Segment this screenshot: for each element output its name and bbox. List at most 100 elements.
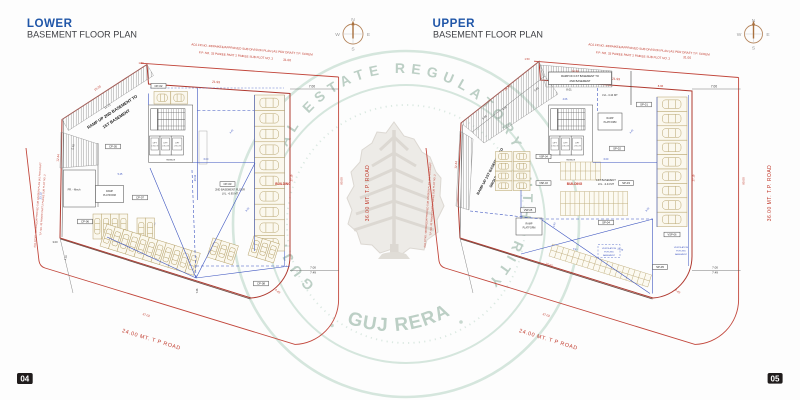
svg-text:ADJ.FP.NO.-46/PAIKEE/APPROVED: ADJ.FP.NO.-46/PAIKEE/APPROVED SUB DIVISI… (34, 162, 43, 248)
svg-text:RAMP: RAMP (106, 190, 113, 193)
svg-text:7.00: 7.00 (711, 85, 717, 89)
svg-text:12.44: 12.44 (56, 154, 61, 162)
svg-text:LIFT: LIFT (564, 143, 569, 145)
svg-text:FR. - Mech: FR. - Mech (68, 188, 81, 192)
svg-text:RAMP: RAMP (607, 117, 614, 120)
svg-text:37.02: 37.02 (542, 312, 551, 318)
svg-text:12.44: 12.44 (454, 161, 459, 169)
svg-text:PASSAGE: PASSAGE (566, 159, 576, 162)
svg-text:16.45: 16.45 (617, 247, 624, 252)
svg-text:6.00: 6.00 (204, 158, 209, 161)
svg-text:04: 04 (20, 375, 29, 384)
svg-text:VSP-05: VSP-05 (524, 209, 533, 212)
svg-text:UPPER: UPPER (433, 17, 476, 30)
svg-text:1.50: 1.50 (138, 61, 144, 65)
svg-text:N: N (351, 17, 355, 23)
svg-text:1.98x1.98: 1.98x1.98 (151, 146, 158, 148)
svg-text:FOR 2ND: FOR 2ND (604, 252, 614, 254)
svg-text:8.01: 8.01 (566, 88, 572, 92)
svg-text:36.00 MT. T.P. ROAD: 36.00 MT. T.P. ROAD (365, 165, 371, 222)
svg-text:31.00: 31.00 (683, 55, 691, 60)
svg-text:90.00: 90.00 (742, 177, 746, 185)
svg-text:LVL -3.44 MT: LVL -3.44 MT (602, 93, 618, 97)
svg-text:PLATFORM: PLATFORM (103, 194, 116, 197)
svg-text:21.99: 21.99 (212, 80, 220, 85)
svg-text:LVL. -3.44 MT: LVL. -3.44 MT (598, 182, 615, 186)
svg-text:7.00: 7.00 (712, 266, 718, 270)
svg-text:27.19: 27.19 (691, 174, 695, 181)
svg-text:LVL. -6.95 MT: LVL. -6.95 MT (222, 192, 239, 196)
svg-text:7.00: 7.00 (309, 85, 315, 89)
svg-text:11.21: 11.21 (103, 102, 112, 110)
svg-text:4.06: 4.06 (501, 105, 508, 112)
svg-text:1.98x1.98: 1.98x1.98 (574, 146, 581, 148)
svg-text:VENTILATION: VENTILATION (674, 246, 689, 249)
svg-text:1.98x1.98: 1.98x1.98 (162, 146, 169, 148)
svg-text:8.96: 8.96 (658, 84, 664, 88)
svg-text:LIFT: LIFT (164, 143, 169, 145)
svg-text:2ND BASEMENT FLOOR: 2ND BASEMENT FLOOR (215, 188, 245, 192)
svg-text:CP-08: CP-08 (257, 282, 265, 286)
svg-text:37.02: 37.02 (142, 312, 151, 318)
svg-text:14.38: 14.38 (571, 69, 579, 74)
svg-text:CP-05: CP-05 (109, 145, 117, 149)
svg-text:PLATFORM: PLATFORM (604, 121, 617, 124)
svg-text:VENTILATION: VENTILATION (602, 247, 617, 250)
svg-text:3.00: 3.00 (52, 240, 58, 244)
svg-text:9.97: 9.97 (572, 247, 578, 251)
svg-text:S: S (752, 46, 756, 52)
svg-text:F.P. NO. 33 PAIKEE PART 2 PAIK: F.P. NO. 33 PAIKEE PART 2 PAIKEE SUB PLO… (199, 50, 274, 60)
svg-text:05: 05 (771, 374, 780, 383)
svg-text:T.P. NO. 33 PAIKEE PART 2 PAIK: T.P. NO. 33 PAIKEE PART 2 PAIKEE SUB PLO… (429, 174, 436, 236)
svg-text:CP-06: CP-06 (81, 220, 89, 224)
svg-text:SP-02: SP-02 (613, 147, 621, 151)
svg-text:BASEMENT FLOOR PLAN: BASEMENT FLOOR PLAN (433, 30, 543, 40)
svg-text:S: S (351, 47, 355, 53)
svg-text:1.98x1.98: 1.98x1.98 (551, 146, 558, 148)
svg-text:BUILDING: BUILDING (567, 182, 583, 186)
svg-text:SP-05: SP-05 (656, 265, 664, 269)
svg-text:4.43: 4.43 (229, 128, 235, 134)
svg-text:SP-01: SP-01 (640, 103, 648, 107)
svg-text:7.49: 7.49 (310, 271, 316, 275)
svg-text:CP-07: CP-07 (136, 196, 144, 200)
svg-text:ADJ.FP.NO.-46/PAIKEE/APPROVED: ADJ.FP.NO.-46/PAIKEE/APPROVED SUB DIVISI… (424, 162, 433, 248)
svg-text:37.02: 37.02 (545, 262, 553, 268)
svg-text:1ST BASEMENT: 1ST BASEMENT (596, 178, 616, 182)
svg-text:LIFT: LIFT (553, 143, 558, 145)
svg-text:W: W (737, 32, 742, 38)
svg-text:E: E (766, 32, 770, 38)
svg-text:5.98: 5.98 (481, 114, 488, 121)
svg-text:BASEMENT FLOOR PLAN: BASEMENT FLOOR PLAN (27, 30, 137, 40)
svg-text:LOWER: LOWER (27, 17, 73, 30)
svg-text:PASSAGE: PASSAGE (166, 159, 176, 162)
svg-text:PLATFORM: PLATFORM (523, 227, 536, 230)
svg-text:5.10: 5.10 (71, 143, 76, 149)
svg-text:6.00: 6.00 (604, 158, 609, 161)
svg-text:0.94: 0.94 (533, 86, 540, 93)
svg-text:31.00: 31.00 (283, 58, 291, 63)
svg-text:RAMP: RAMP (526, 223, 533, 226)
svg-text:E: E (367, 32, 371, 38)
svg-text:4.50: 4.50 (552, 222, 556, 228)
svg-text:4.43: 4.43 (629, 128, 635, 134)
svg-text:36.00 MT. T.P. ROAD: 36.00 MT. T.P. ROAD (767, 165, 773, 222)
svg-text:21.99: 21.99 (612, 77, 620, 82)
svg-text:7.49: 7.49 (712, 271, 718, 275)
svg-text:29.32: 29.32 (193, 174, 197, 181)
svg-text:T.P. NO. 33 PAIKEE PART 2 PAIK: T.P. NO. 33 PAIKEE PART 2 PAIKEE SUB PLO… (39, 174, 46, 236)
svg-text:4.10: 4.10 (63, 254, 68, 260)
svg-text:23.10: 23.10 (38, 192, 42, 200)
svg-text:7.38: 7.38 (196, 288, 199, 293)
svg-text:4.43: 4.43 (274, 288, 281, 295)
svg-text:7.00: 7.00 (310, 266, 316, 270)
svg-text:SP-03: SP-03 (622, 181, 630, 185)
svg-text:VSP-06: VSP-06 (668, 233, 677, 237)
svg-text:N: N (752, 18, 756, 24)
svg-text:FOR 2ND: FOR 2ND (676, 251, 686, 253)
svg-text:4.06: 4.06 (563, 98, 568, 101)
svg-text:CP-03: CP-03 (224, 182, 232, 186)
svg-text:5.45: 5.45 (118, 173, 123, 176)
svg-text:W: W (335, 32, 340, 38)
svg-text:2ND BASEMENT: 2ND BASEMENT (570, 79, 591, 83)
